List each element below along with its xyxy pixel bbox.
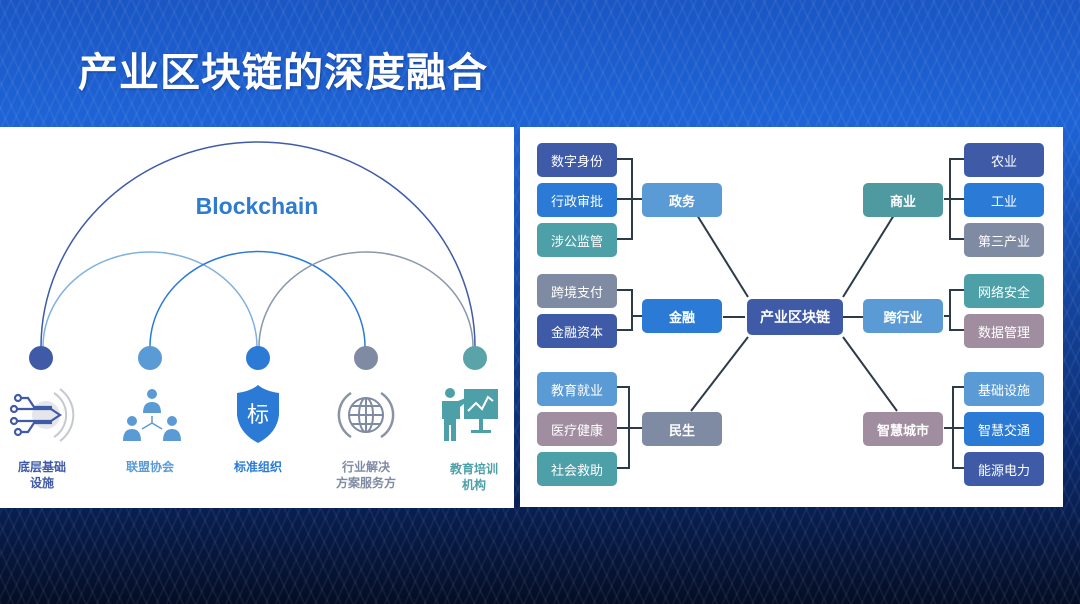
entity-label-infrastructure: 底层基础 设施 <box>0 459 97 491</box>
bracket-kuahangye <box>944 289 964 331</box>
connector-center-zhihui <box>842 336 898 412</box>
leaf-smart-transport: 智慧交通 <box>964 412 1044 446</box>
label-line: 联盟协会 <box>125 460 174 474</box>
entity-label-solutions: 行业解决 方案服务方 <box>311 459 421 491</box>
label-line: 教育培训 <box>449 462 498 476</box>
connector-center-zhengwu <box>691 206 749 298</box>
blockchain-ecosystem-panel: Blockchain 标 <box>0 127 514 508</box>
leaf-data-management: 数据管理 <box>964 314 1044 348</box>
category-smart-city: 智慧城市 <box>863 412 943 446</box>
connector-center-shangye <box>842 206 900 298</box>
entity-label-education: 教育培训 机构 <box>419 461 529 493</box>
label-line: 机构 <box>461 478 486 492</box>
center-node: 产业区块链 <box>747 299 843 335</box>
category-shangye: 商业 <box>863 183 943 217</box>
globe-icon <box>331 385 401 445</box>
label-line: 设施 <box>29 476 54 490</box>
arc-outer <box>40 141 476 348</box>
leaf-agriculture: 农业 <box>964 143 1044 177</box>
shield-char: 标 <box>246 403 269 428</box>
leaf-tertiary-industry: 第三产业 <box>964 223 1044 257</box>
leaf-healthcare: 医疗健康 <box>537 412 617 446</box>
node-dot-infrastructure <box>29 346 53 370</box>
bracket-shangye <box>944 158 964 240</box>
arc-1-3 <box>149 250 366 348</box>
teacher-board-icon <box>438 385 508 445</box>
connector-center-minsheng <box>690 336 749 412</box>
bracket-zhihui <box>944 386 964 469</box>
node-dot-standards <box>246 346 270 370</box>
node-dot-solutions <box>354 346 378 370</box>
node-dot-alliance <box>138 346 162 370</box>
slide-title: 产业区块链的深度融合 <box>78 50 488 96</box>
blockchain-heading: Blockchain <box>195 193 319 219</box>
category-zhengwu: 政务 <box>642 183 722 217</box>
leaf-financial-capital: 金融资本 <box>537 314 617 348</box>
node-dot-education <box>463 346 487 370</box>
leaf-cross-border-payment: 跨境支付 <box>537 274 617 308</box>
leaf-public-supervision: 涉公监管 <box>537 223 617 257</box>
arc-connections <box>40 141 476 348</box>
industry-mindmap-panel: 产业区块链 政务 数字身份 行政审批 涉公监管 金融 跨境支付 金融资本 民生 … <box>520 127 1063 507</box>
bracket-zhengwu <box>616 158 642 240</box>
leaf-social-assistance: 社会救助 <box>537 452 617 486</box>
leaf-education-employment: 教育就业 <box>537 372 617 406</box>
leaf-infrastructure: 基础设施 <box>964 372 1044 406</box>
leaf-industry: 工业 <box>964 183 1044 217</box>
arc-0-2 <box>42 251 258 348</box>
entity-label-alliance: 联盟协会 <box>95 459 205 475</box>
shield-standard-icon: 标 <box>223 385 293 445</box>
category-jinrong: 金融 <box>642 299 722 333</box>
leaf-admin-approval: 行政审批 <box>537 183 617 217</box>
leaf-digital-identity: 数字身份 <box>537 143 617 177</box>
label-line: 底层基础 <box>17 460 66 474</box>
bracket-minsheng <box>616 386 642 469</box>
arc-2-4 <box>258 251 474 348</box>
leaf-energy-power: 能源电力 <box>964 452 1044 486</box>
org-people-icon <box>117 385 187 445</box>
label-line: 标准组织 <box>233 460 282 474</box>
category-minsheng: 民生 <box>642 412 722 446</box>
circuit-arrow-icon <box>8 385 78 445</box>
bracket-jinrong <box>616 289 642 331</box>
entity-label-standards: 标准组织 <box>203 459 313 475</box>
label-line: 方案服务方 <box>335 476 396 490</box>
leaf-network-security: 网络安全 <box>964 274 1044 308</box>
mindmap-connectors <box>616 158 964 469</box>
label-line: 行业解决 <box>341 460 390 474</box>
category-kuahangye: 跨行业 <box>863 299 943 333</box>
